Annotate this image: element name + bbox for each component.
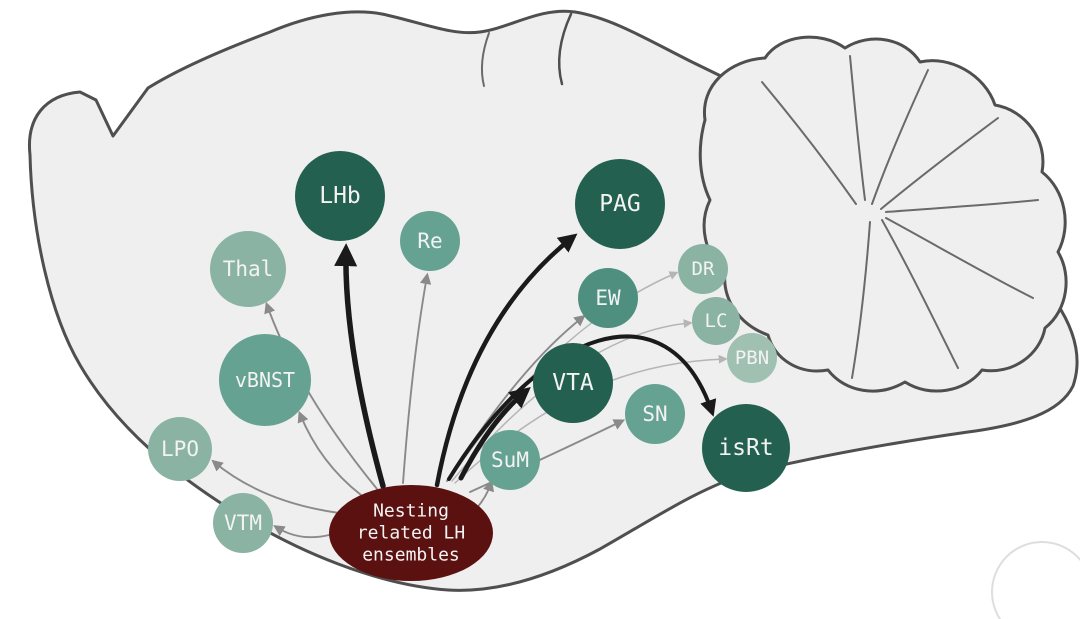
node-circle-Thal <box>210 231 286 307</box>
arrow-to-LPO <box>211 459 340 514</box>
node-LHb: LHb <box>295 151 385 241</box>
watermark-circle <box>991 541 1080 619</box>
node-PAG: PAG <box>575 159 665 249</box>
node-SN: SN <box>625 384 685 444</box>
node-circle-VTM <box>213 493 273 553</box>
node-label-LC: LC <box>705 310 728 332</box>
node-VTM: VTM <box>213 493 273 553</box>
node-circle-vBNST <box>219 334 311 426</box>
node-LC: LC <box>692 297 740 345</box>
arrow-to-vBNST <box>297 410 362 496</box>
arrow-to-isRt <box>447 334 717 481</box>
arrow-to-Thal <box>264 301 378 490</box>
arrow-to-Re <box>402 272 432 484</box>
node-label-DR: DR <box>692 258 715 280</box>
cerebellum-shape <box>698 35 1068 393</box>
source-label-line-2: ensembles <box>362 545 460 566</box>
source-ellipse <box>329 485 493 581</box>
arrow-to-LHb <box>334 243 386 489</box>
node-Re: Re <box>400 211 460 271</box>
node-circle-LPO <box>148 417 212 481</box>
node-LPO: LPO <box>148 417 212 481</box>
node-label-isRt: isRt <box>718 435 773 461</box>
source-label-line-0: Nesting <box>373 501 449 522</box>
node-label-VTM: VTM <box>224 511 262 535</box>
arrow-to-DR <box>449 271 679 480</box>
node-label-PAG: PAG <box>599 191 641 217</box>
node-EW: EW <box>578 268 638 328</box>
node-circle-SuM <box>480 430 540 490</box>
arrow-to-PAG <box>434 233 578 488</box>
node-label-Thal: Thal <box>223 257 274 281</box>
node-Thal: Thal <box>210 231 286 307</box>
node-circle-DR <box>678 244 728 294</box>
cortex-crease-1 <box>557 12 573 86</box>
node-label-LPO: LPO <box>161 437 199 461</box>
cerebellum-folds <box>761 55 1039 379</box>
node-circle-SN <box>625 384 685 444</box>
brain-outline <box>27 9 1080 619</box>
node-vBNST: vBNST <box>219 334 311 426</box>
cortex-crease-2 <box>480 32 490 87</box>
node-circle-LHb <box>295 151 385 241</box>
node-circle-PAG <box>575 159 665 249</box>
node-circle-PBN <box>727 333 777 383</box>
node-label-LHb: LHb <box>319 183 361 209</box>
arrow-to-VTM <box>273 525 330 539</box>
node-VTA: VTA <box>533 343 613 423</box>
node-PBN: PBN <box>727 333 777 383</box>
node-label-vBNST: vBNST <box>235 368 295 392</box>
node-SuM: SuM <box>480 430 540 490</box>
source-label-line-1: related LH <box>357 523 465 544</box>
node-circle-isRt <box>702 404 790 492</box>
node-circle-EW <box>578 268 638 328</box>
node-label-SuM: SuM <box>491 448 529 472</box>
node-circle-LC <box>692 297 740 345</box>
node-label-SN: SN <box>642 402 667 426</box>
node-label-PBN: PBN <box>735 347 769 369</box>
node-label-VTA: VTA <box>552 370 594 396</box>
node-label-Re: Re <box>417 229 442 253</box>
arrow-to-VTA <box>458 386 531 481</box>
node-DR: DR <box>678 244 728 294</box>
node-isRt: isRt <box>702 404 790 492</box>
node-circle-Re <box>400 211 460 271</box>
node-circle-VTA <box>533 343 613 423</box>
node-label-EW: EW <box>595 286 621 310</box>
